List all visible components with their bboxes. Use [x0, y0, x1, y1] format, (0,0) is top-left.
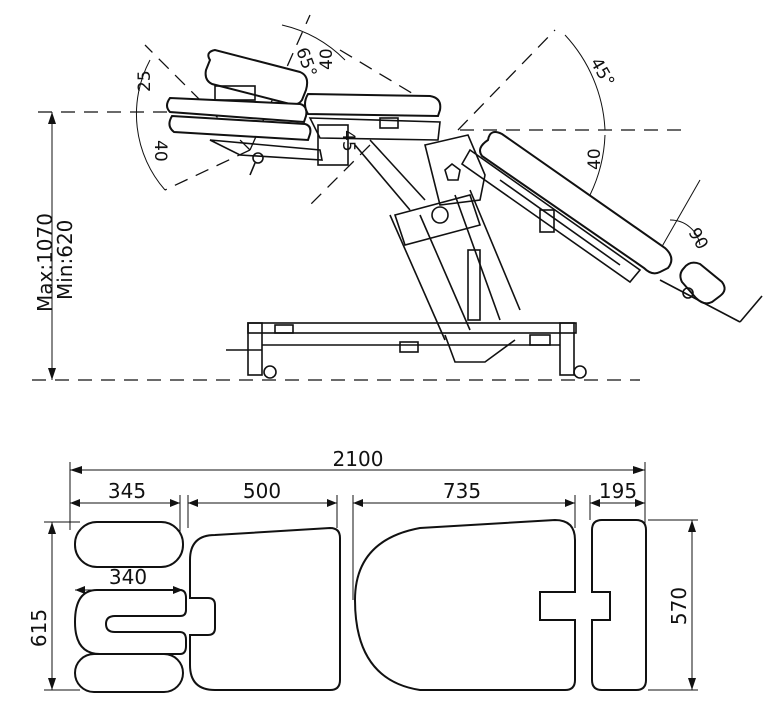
chest-angle-ray-2 [304, 144, 371, 211]
head-pad-middle-top [73, 589, 187, 655]
head-width-arrow-bottom [48, 678, 56, 690]
top-view: 2100 345 500 735 195 615 [27, 447, 698, 693]
overall-length: 2100 [333, 447, 384, 471]
base-left-post [247, 322, 263, 376]
base-bracket-right [529, 334, 551, 346]
angle-40-back: 40 [585, 148, 605, 170]
head-inner-arrow-right [173, 586, 183, 594]
head-pad-top [74, 521, 184, 568]
head-inner-length: 340 [109, 565, 147, 589]
back-arc-lower [589, 134, 606, 196]
foot-handle [739, 295, 763, 323]
angle-40-low: 40 [150, 140, 170, 162]
head-inner-arrow-left [75, 586, 85, 594]
body-length: 735 [443, 479, 481, 503]
head-arc-left [136, 59, 166, 191]
head-arrow-left [70, 499, 80, 507]
lift-column [389, 189, 521, 341]
chest-bracket [317, 124, 349, 166]
back-bracket [539, 209, 555, 233]
base-pivot-plate [444, 334, 516, 363]
column-knob [431, 206, 449, 224]
body-pad-top [353, 518, 576, 691]
height-max-label: Max:1070 [33, 213, 57, 312]
back-angle-ray [457, 29, 556, 131]
head-arc-upper [281, 24, 346, 61]
head-width-arrow-top [48, 522, 56, 534]
foot-width-arrow-bottom [688, 678, 696, 690]
foot-bar [659, 279, 741, 323]
head-pad-upper [204, 48, 309, 106]
overall-arrow-left [70, 466, 82, 474]
angle-40-top: 40 [317, 48, 337, 70]
foot-arrow-right [635, 499, 645, 507]
height-arrow-top [48, 112, 56, 124]
column-back-edge [469, 189, 521, 311]
left-wheel [263, 365, 277, 379]
head-arrow-right [170, 499, 180, 507]
head-pad-lower [168, 114, 312, 142]
column-left-edge [389, 214, 446, 341]
hub-strut-2 [354, 144, 411, 211]
body-arrow-right [565, 499, 575, 507]
back-rail [499, 179, 621, 266]
base-top-rail [247, 322, 577, 334]
back-pad [479, 131, 673, 275]
head-width: 615 [27, 609, 51, 647]
foot-pad-top [591, 519, 647, 691]
base-block [399, 341, 419, 353]
foot-arrow-left [590, 499, 600, 507]
column-right-edge [419, 214, 471, 331]
gas-spring [467, 249, 481, 321]
back-frame [460, 148, 642, 284]
column-back-inner [454, 194, 501, 321]
chest-arrow-right [327, 499, 337, 507]
foot-length: 195 [599, 479, 637, 503]
body-arrow-left [353, 499, 363, 507]
foot-knob [682, 287, 694, 299]
base-bracket-left [274, 324, 294, 334]
hub-nut [444, 162, 461, 181]
chest-arrow-left [188, 499, 198, 507]
head-pad-bottom [74, 653, 184, 693]
hub-plate [424, 134, 486, 206]
chest-latch [379, 117, 399, 129]
back-arc-upper [564, 34, 606, 131]
angle-25: 25 [135, 70, 155, 92]
base-right-post [559, 322, 575, 376]
column-top-plate [393, 194, 482, 246]
hub-strut [369, 139, 426, 201]
head-length: 345 [108, 479, 146, 503]
height-arrow-bottom [48, 368, 56, 380]
head-knob [252, 152, 264, 164]
foot-width-arrow-top [688, 520, 696, 532]
pivot-hub [354, 134, 486, 211]
head-frame [209, 139, 323, 161]
chest-pad [304, 92, 442, 118]
chest-section [304, 92, 442, 166]
chest-frame [308, 117, 441, 141]
base-frame [226, 322, 587, 379]
right-wheel [573, 365, 587, 379]
foot-section [659, 261, 763, 323]
head-angle-ray-3 [164, 149, 251, 191]
head-lever [249, 162, 256, 176]
back-section [460, 131, 673, 284]
foot-width: 570 [667, 587, 691, 625]
foot-arc [669, 219, 701, 246]
head-hinge [214, 85, 256, 101]
angle-45-back: 45° [586, 55, 618, 91]
angle-90: 90 [684, 225, 712, 254]
foot-angle-ray [659, 179, 701, 251]
height-min-label: Min:620 [53, 220, 77, 300]
chest-pad-top [189, 526, 341, 691]
head-pad-middle [166, 96, 308, 124]
overall-arrow-right [633, 466, 645, 474]
head-section [166, 48, 323, 176]
chest-length: 500 [243, 479, 281, 503]
side-view: Max:1070 Min:620 65° 40 25 40 45 45° 40 … [32, 14, 763, 381]
foot-pad [679, 261, 726, 305]
